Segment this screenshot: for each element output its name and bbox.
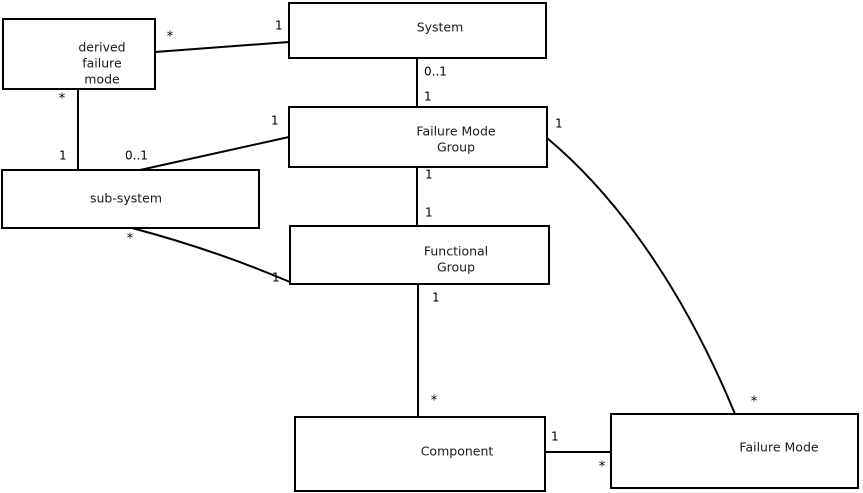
class-label-derived-failure-mode-line1: derived bbox=[78, 40, 125, 55]
class-box-failure-mode-group[interactable]: Failure Mode Group bbox=[288, 106, 548, 168]
multiplicity-sub-system-to-functional-group-one: 1 bbox=[272, 271, 280, 285]
multiplicity-functional-group-to-component-one: 1 bbox=[432, 291, 440, 305]
class-label-system: System bbox=[417, 20, 464, 35]
multiplicity-failure-mode-group-to-functional-group-bottom-one: 1 bbox=[425, 206, 433, 220]
multiplicity-derived-failure-mode-to-system-star: * bbox=[167, 30, 174, 45]
multiplicity-component-to-failure-mode-star: * bbox=[599, 460, 606, 475]
multiplicity-derived-failure-mode-to-sub-system-one: 1 bbox=[59, 149, 67, 163]
class-label-failure-mode-group-line2: Group bbox=[437, 140, 475, 155]
multiplicity-derived-failure-mode-to-sub-system-star: * bbox=[59, 92, 66, 107]
class-box-system[interactable]: System bbox=[288, 2, 547, 59]
multiplicity-component-to-failure-mode-one: 1 bbox=[551, 430, 559, 444]
class-label-functional-group-line2: Group bbox=[437, 260, 475, 275]
multiplicity-system-to-failure-mode-group-zeroone: 0..1 bbox=[424, 65, 447, 79]
class-box-component[interactable]: Component bbox=[294, 416, 546, 492]
class-box-rect-component[interactable] bbox=[294, 416, 546, 492]
multiplicity-functional-group-to-component-star: * bbox=[431, 394, 438, 409]
class-box-rect-failure-mode-group[interactable] bbox=[288, 106, 548, 168]
edge-sub-system-to-failure-mode-group bbox=[139, 136, 290, 171]
class-label-derived-failure-mode-line3: mode bbox=[84, 72, 120, 87]
class-label-failure-mode-group-line1: Failure Mode bbox=[416, 124, 495, 139]
multiplicity-failure-mode-group-to-functional-group-top-one: 1 bbox=[425, 168, 433, 182]
edge-derived-failure-mode-to-system bbox=[154, 41, 290, 53]
class-box-rect-system[interactable] bbox=[288, 2, 547, 59]
edge-failure-mode-group-to-failure-mode bbox=[546, 137, 736, 415]
class-box-rect-functional-group[interactable] bbox=[289, 225, 550, 285]
class-box-rect-derived-failure-mode[interactable] bbox=[2, 18, 156, 90]
multiplicity-sub-system-to-failure-mode-group-zeroone: 0..1 bbox=[125, 149, 148, 163]
multiplicity-failure-mode-group-to-failure-mode-one: 1 bbox=[555, 117, 563, 131]
multiplicity-sub-system-to-failure-mode-group-one: 1 bbox=[271, 114, 279, 128]
class-box-sub-system[interactable]: sub-system bbox=[1, 169, 260, 229]
class-label-component: Component bbox=[421, 444, 494, 459]
class-box-rect-sub-system[interactable] bbox=[1, 169, 260, 229]
class-label-sub-system: sub-system bbox=[90, 191, 162, 206]
class-box-failure-mode[interactable]: Failure Mode bbox=[610, 413, 859, 489]
multiplicity-failure-mode-group-to-failure-mode-star: * bbox=[751, 395, 758, 410]
class-box-rect-failure-mode[interactable] bbox=[610, 413, 859, 489]
multiplicity-sub-system-to-functional-group-star: * bbox=[127, 232, 134, 247]
class-box-functional-group[interactable]: Functional Group bbox=[289, 225, 550, 285]
class-label-failure-mode: Failure Mode bbox=[739, 440, 818, 455]
multiplicity-derived-failure-mode-to-system-one: 1 bbox=[275, 19, 283, 33]
class-box-derived-failure-mode[interactable]: derived failure mode bbox=[2, 18, 156, 90]
multiplicity-system-to-failure-mode-group-one: 1 bbox=[424, 90, 432, 104]
edge-sub-system-to-functional-group bbox=[131, 227, 291, 283]
class-label-functional-group-line1: Functional bbox=[424, 244, 488, 259]
class-label-derived-failure-mode-line2: failure bbox=[82, 56, 122, 71]
